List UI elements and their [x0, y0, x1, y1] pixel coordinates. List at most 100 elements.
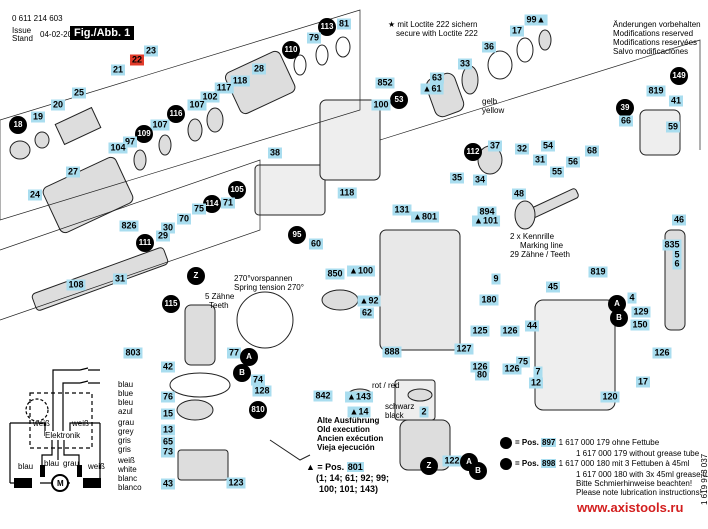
callout-box: 31 — [112, 273, 128, 285]
callout-box: 65 — [160, 436, 176, 448]
pos-list: 100; 101; 143) — [319, 484, 379, 494]
callout-box: 19 — [30, 111, 46, 123]
callout-circle: A — [608, 295, 626, 313]
callout-box: 9 — [491, 273, 501, 285]
pos-number: 801 — [346, 462, 364, 472]
callout-box: 28 — [251, 63, 267, 75]
black-label: schwarz black — [385, 402, 414, 420]
black-dot-icon — [500, 437, 512, 449]
modifications-note: Änderungen vorbehalten Modifications res… — [613, 20, 701, 56]
callout-box: ▲14 — [347, 406, 371, 418]
callout-box: 21 — [110, 64, 126, 76]
callout-box: 127 — [454, 343, 474, 355]
wire-label: blau — [44, 459, 60, 468]
callout-circle: 53 — [390, 91, 408, 109]
callout-box: 48 — [511, 188, 527, 200]
callout-box: 126 — [652, 347, 672, 359]
note-line: 1 617 000 180 mit 3 Fettuben à 45ml — [558, 459, 690, 469]
callout-box: 23 — [143, 45, 159, 57]
note-line: ★ mit Loctite 222 sichern — [388, 20, 478, 29]
color-label: grey — [118, 427, 134, 436]
loctite-note: ★ mit Loctite 222 sichern secure with Lo… — [388, 20, 478, 38]
pos-801-note: ▲ = Pos. 801 (1; 14; 61; 92; 99; 100; 10… — [306, 462, 389, 495]
callout-box: 25 — [71, 87, 87, 99]
callout-box: 59 — [665, 121, 681, 133]
callout-box: 131 — [392, 204, 412, 216]
note-line: 270°vorspannen — [234, 274, 293, 283]
callout-red: 22 — [129, 54, 145, 66]
callout-circle: 95 — [288, 226, 306, 244]
part-number: 0 611 214 603 — [12, 14, 63, 23]
document-number: 1 619 973 037 — [700, 453, 708, 505]
note-line: yellow — [482, 106, 505, 115]
pos-number: 897 — [541, 438, 557, 448]
color-label: azul — [118, 407, 133, 416]
callout-box: 826 — [119, 220, 139, 232]
callout-circle: 113 — [318, 18, 336, 36]
callout-circle: Z — [187, 267, 205, 285]
note-line: black — [385, 411, 404, 420]
note-line: Please note lubrication instructions! — [576, 488, 702, 497]
color-label: white — [118, 465, 137, 474]
callout-box: 74 — [250, 374, 266, 386]
note-line: Alte Ausführung — [317, 416, 380, 425]
callout-circle: B — [233, 364, 251, 382]
callout-box: 118 — [230, 75, 250, 87]
callout-box: 850 — [325, 268, 345, 280]
callout-box: 80 — [474, 369, 490, 381]
callout-box: 44 — [524, 320, 540, 332]
callout-box: 20 — [50, 99, 66, 111]
issue-label: Issue — [12, 26, 32, 35]
callout-box: 120 — [600, 391, 620, 403]
teeth-note: 5 Zähne Teeth — [205, 292, 234, 310]
color-label: blanco — [118, 483, 142, 492]
callout-box: 54 — [540, 140, 556, 152]
callout-box: 31 — [532, 154, 548, 166]
note-line: secure with Loctite 222 — [396, 29, 478, 38]
note-line: 1 617 000 179 without grease tube — [576, 449, 700, 458]
note-line: 29 Zähne / Teeth — [510, 250, 570, 259]
callout-box: 46 — [671, 214, 687, 226]
callout-box: 75 — [191, 203, 207, 215]
note-line: schwarz — [385, 402, 415, 411]
callout-circle: B — [610, 309, 628, 327]
callout-box: 66 — [618, 115, 634, 127]
callout-circle: 149 — [670, 67, 688, 85]
callout-circle: 39 — [616, 99, 634, 117]
callout-box: 7 — [533, 366, 543, 378]
color-label: weiß — [118, 456, 135, 465]
callout-circle: 111 — [136, 234, 154, 252]
callout-box: 122 — [442, 455, 462, 467]
callout-circle: A — [240, 348, 258, 366]
callout-circle: 116 — [167, 105, 185, 123]
callout-box: 32 — [514, 143, 530, 155]
wire-label: blau — [18, 462, 34, 471]
callout-box: ▲92 — [357, 295, 381, 307]
callout-box: 75 — [515, 356, 531, 368]
callout-box: 97 — [122, 136, 138, 148]
stand-label: Stand — [12, 34, 33, 43]
wire-label: grau — [63, 459, 80, 468]
callout-box: 63 — [429, 72, 445, 84]
callout-box: 129 — [631, 306, 651, 318]
callout-box: 13 — [160, 424, 176, 436]
color-label: bleu — [118, 398, 134, 407]
callout-box: 852 — [375, 77, 395, 89]
wire-label: weiß — [72, 419, 89, 428]
callout-box: 27 — [65, 166, 81, 178]
pos-898-note: = Pos. 898 1 617 000 180 mit 3 Fettuben … — [500, 458, 708, 497]
callout-box: 819 — [588, 266, 608, 278]
callout-box: 123 — [226, 477, 246, 489]
wire-label: weiß — [88, 462, 105, 471]
color-label: gris — [118, 445, 131, 454]
callout-box: ▲61 — [420, 83, 444, 95]
note-line: Modifications reserved — [613, 29, 694, 38]
callout-box: 842 — [313, 390, 333, 402]
callout-box: 42 — [160, 361, 176, 373]
website-link[interactable]: www.axistools.ru — [577, 500, 684, 515]
callout-circle: 112 — [464, 143, 482, 161]
note-line: 1 617 000 180 with 3x 45ml grease tubes — [576, 470, 708, 479]
old-execution-note: Alte Ausführung Old execution Ancien exé… — [317, 416, 383, 452]
callout-circle: Z — [420, 457, 438, 475]
